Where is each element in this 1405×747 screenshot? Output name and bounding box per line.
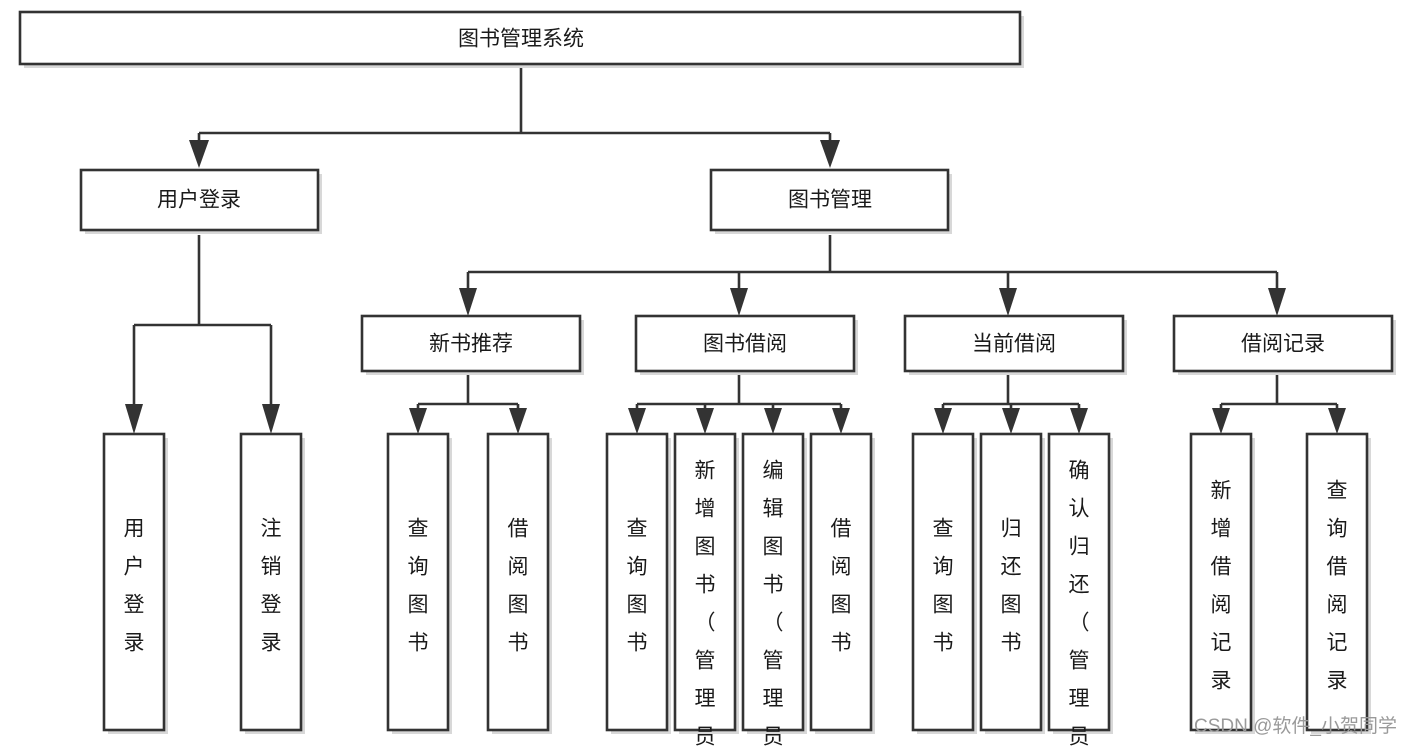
node-leaf-add-book[interactable]: 新增图书（管理员）: [673, 432, 739, 747]
arrow-to-leaf-borrow-book-2: [832, 408, 850, 434]
node-user-login[interactable]: 用户登录: [79, 168, 322, 234]
leaf-borrow-book-1-box[interactable]: [486, 432, 550, 732]
leaf-logout-label: 注销登录: [261, 518, 282, 655]
node-leaf-query-record[interactable]: 查询借阅记录: [1305, 432, 1371, 734]
leaf-add-book-label: 新增图书（管理员）: [695, 460, 716, 747]
connector-layer: [125, 68, 1346, 434]
book-borrow-box[interactable]: [634, 314, 856, 373]
leaf-edit-book-box[interactable]: [741, 432, 805, 732]
node-book-borrow[interactable]: 图书借阅: [634, 314, 858, 375]
arrow-to-leaf-edit-book: [764, 408, 782, 434]
arrow-to-new-book-recommend: [459, 288, 477, 316]
arrow-to-leaf-confirm-return: [1070, 408, 1088, 434]
leaf-return-book-label: 归还图书: [1001, 518, 1022, 655]
arrow-to-leaf-user-login: [125, 404, 143, 434]
node-root[interactable]: 图书管理系统: [18, 10, 1024, 68]
node-leaf-borrow-book-1[interactable]: 借阅图书: [486, 432, 552, 734]
arrow-to-leaf-borrow-book-1: [509, 408, 527, 434]
leaf-confirm-return-label: 确认归还（管理员）: [1069, 460, 1090, 747]
borrow-record-label: 借阅记录: [1241, 333, 1325, 356]
node-leaf-add-record[interactable]: 新增借阅记录: [1189, 432, 1255, 734]
node-leaf-edit-book[interactable]: 编辑图书（管理员）: [741, 432, 807, 747]
new-book-recommend-label: 新书推荐: [429, 333, 513, 356]
current-borrow-label: 当前借阅: [972, 333, 1056, 356]
book-management-label: 图书管理: [788, 189, 872, 212]
user-login-box[interactable]: [79, 168, 320, 232]
leaf-query-book-2-label: 查询图书: [627, 518, 648, 655]
node-leaf-logout[interactable]: 注销登录: [239, 432, 305, 734]
new-book-recommend-box[interactable]: [360, 314, 582, 373]
leaf-add-book-box[interactable]: [673, 432, 737, 732]
arrow-to-leaf-add-book: [696, 408, 714, 434]
node-current-borrow[interactable]: 当前借阅: [903, 314, 1127, 375]
node-borrow-record[interactable]: 借阅记录: [1172, 314, 1396, 375]
arrow-to-user-login: [189, 140, 209, 168]
node-leaf-query-book-2[interactable]: 查询图书: [605, 432, 671, 734]
node-leaf-user-login[interactable]: 用户登录: [102, 432, 168, 734]
book-borrow-label: 图书借阅: [703, 333, 787, 356]
arrow-to-leaf-query-book-1: [409, 408, 427, 434]
root-label: 图书管理系统: [458, 28, 584, 51]
leaf-logout-box[interactable]: [239, 432, 303, 732]
arrow-to-leaf-query-book-2: [628, 408, 646, 434]
arrow-to-leaf-add-record: [1212, 408, 1230, 434]
leaf-borrow-book-1-label: 借阅图书: [508, 518, 529, 655]
leaf-query-book-1-box[interactable]: [386, 432, 450, 732]
arrow-to-current-borrow: [999, 288, 1017, 316]
node-book-management[interactable]: 图书管理: [709, 168, 952, 234]
leaf-query-book-3-box[interactable]: [911, 432, 975, 732]
arrow-to-leaf-query-record: [1328, 408, 1346, 434]
watermark-label: CSDN @软件_小贺同学: [1194, 715, 1397, 737]
arrow-to-leaf-return-book: [1002, 408, 1020, 434]
arrow-to-borrow-record: [1268, 288, 1286, 316]
leaf-user-login-box[interactable]: [102, 432, 166, 732]
leaf-query-record-box[interactable]: [1305, 432, 1369, 732]
node-leaf-borrow-book-2[interactable]: 借阅图书: [809, 432, 875, 734]
leaf-query-record-label: 查询借阅记录: [1327, 480, 1348, 693]
root-box[interactable]: [18, 10, 1022, 66]
arrow-to-leaf-query-book-3: [934, 408, 952, 434]
arrow-to-book-management: [820, 140, 840, 168]
node-leaf-query-book-1[interactable]: 查询图书: [386, 432, 452, 734]
leaf-confirm-return-box[interactable]: [1047, 432, 1111, 732]
leaf-query-book-2-box[interactable]: [605, 432, 669, 732]
leaf-query-book-3-label: 查询图书: [933, 518, 954, 655]
node-leaf-return-book[interactable]: 归还图书: [979, 432, 1045, 734]
borrow-record-box[interactable]: [1172, 314, 1394, 373]
leaf-query-book-1-label: 查询图书: [408, 518, 429, 655]
leaf-return-book-box[interactable]: [979, 432, 1043, 732]
node-leaf-query-book-3[interactable]: 查询图书: [911, 432, 977, 734]
arrow-to-book-borrow: [730, 288, 748, 316]
leaf-add-record-label: 新增借阅记录: [1211, 480, 1232, 693]
leaf-edit-book-label: 编辑图书（管理员）: [763, 460, 784, 747]
leaf-user-login-label: 用户登录: [124, 518, 145, 655]
user-login-label: 用户登录: [157, 189, 241, 212]
leaf-borrow-book-2-label: 借阅图书: [831, 518, 852, 655]
leaf-borrow-book-2-box[interactable]: [809, 432, 873, 732]
arrow-to-leaf-logout: [262, 404, 280, 434]
node-new-book-recommend[interactable]: 新书推荐: [360, 314, 584, 375]
leaf-node-layer: 用户登录 注销登录 查询图书 借阅图书 查询图书: [102, 432, 1371, 747]
current-borrow-box[interactable]: [903, 314, 1125, 373]
node-leaf-confirm-return[interactable]: 确认归还（管理员）: [1047, 432, 1113, 747]
leaf-add-record-box[interactable]: [1189, 432, 1253, 732]
book-management-box[interactable]: [709, 168, 950, 232]
